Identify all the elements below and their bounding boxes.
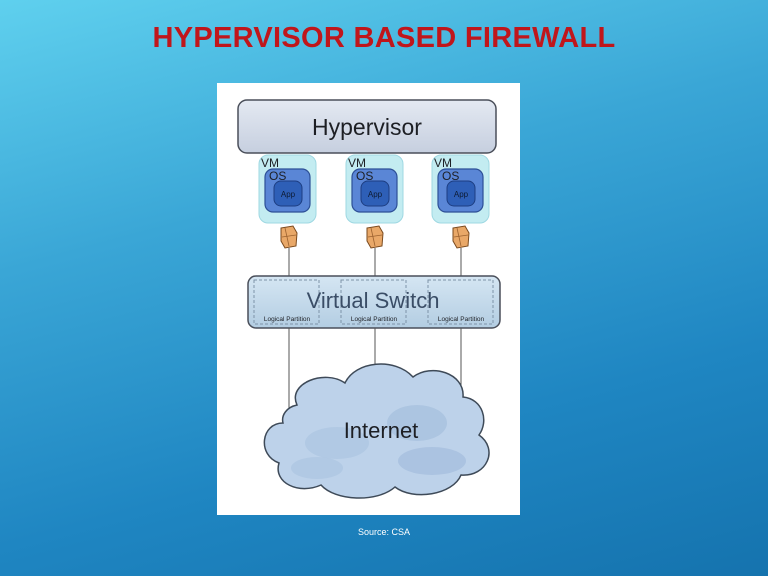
source-caption: Source: CSA: [357, 527, 411, 537]
diagram-canvas: Hypervisor VM OS App VM OS App: [237, 99, 501, 499]
firewall-brick-icon: [280, 225, 298, 249]
vm-switch-links: [288, 248, 462, 276]
vm-1: VM OS App: [258, 154, 317, 224]
logical-partition-label-3: Logical Partition: [438, 316, 485, 323]
vm-3: VM OS App: [431, 154, 490, 224]
vm-3-label: VM: [434, 156, 452, 170]
diagram-panel: Hypervisor VM OS App VM OS App: [217, 83, 520, 515]
internet-label: Internet: [344, 418, 419, 443]
vm-2-os-label: OS: [356, 169, 373, 183]
vm-3-os-label: OS: [442, 169, 459, 183]
virtual-switch-label: Virtual Switch: [307, 288, 440, 313]
hypervisor-box: Hypervisor: [237, 99, 497, 154]
vm-1-app-label: App: [281, 190, 296, 199]
logical-partition-label-1: Logical Partition: [264, 316, 311, 323]
hypervisor-label: Hypervisor: [312, 114, 422, 140]
vm-1-os-label: OS: [269, 169, 286, 183]
vm-2-label: VM: [348, 156, 366, 170]
internet-cloud: Internet: [263, 363, 490, 499]
vm-1-label: VM: [261, 156, 279, 170]
logical-partition-label-2: Logical Partition: [351, 316, 398, 323]
vm-3-app-label: App: [454, 190, 469, 199]
firewall-brick-icon: [366, 225, 384, 249]
virtual-switch-box: Virtual Switch Logical Partition Logical…: [247, 275, 501, 329]
vm-2: VM OS App: [345, 154, 404, 224]
vm-2-app-label: App: [368, 190, 383, 199]
slide-title: HYPERVISOR BASED FIREWALL: [152, 22, 616, 54]
firewall-brick-icon: [452, 225, 470, 249]
